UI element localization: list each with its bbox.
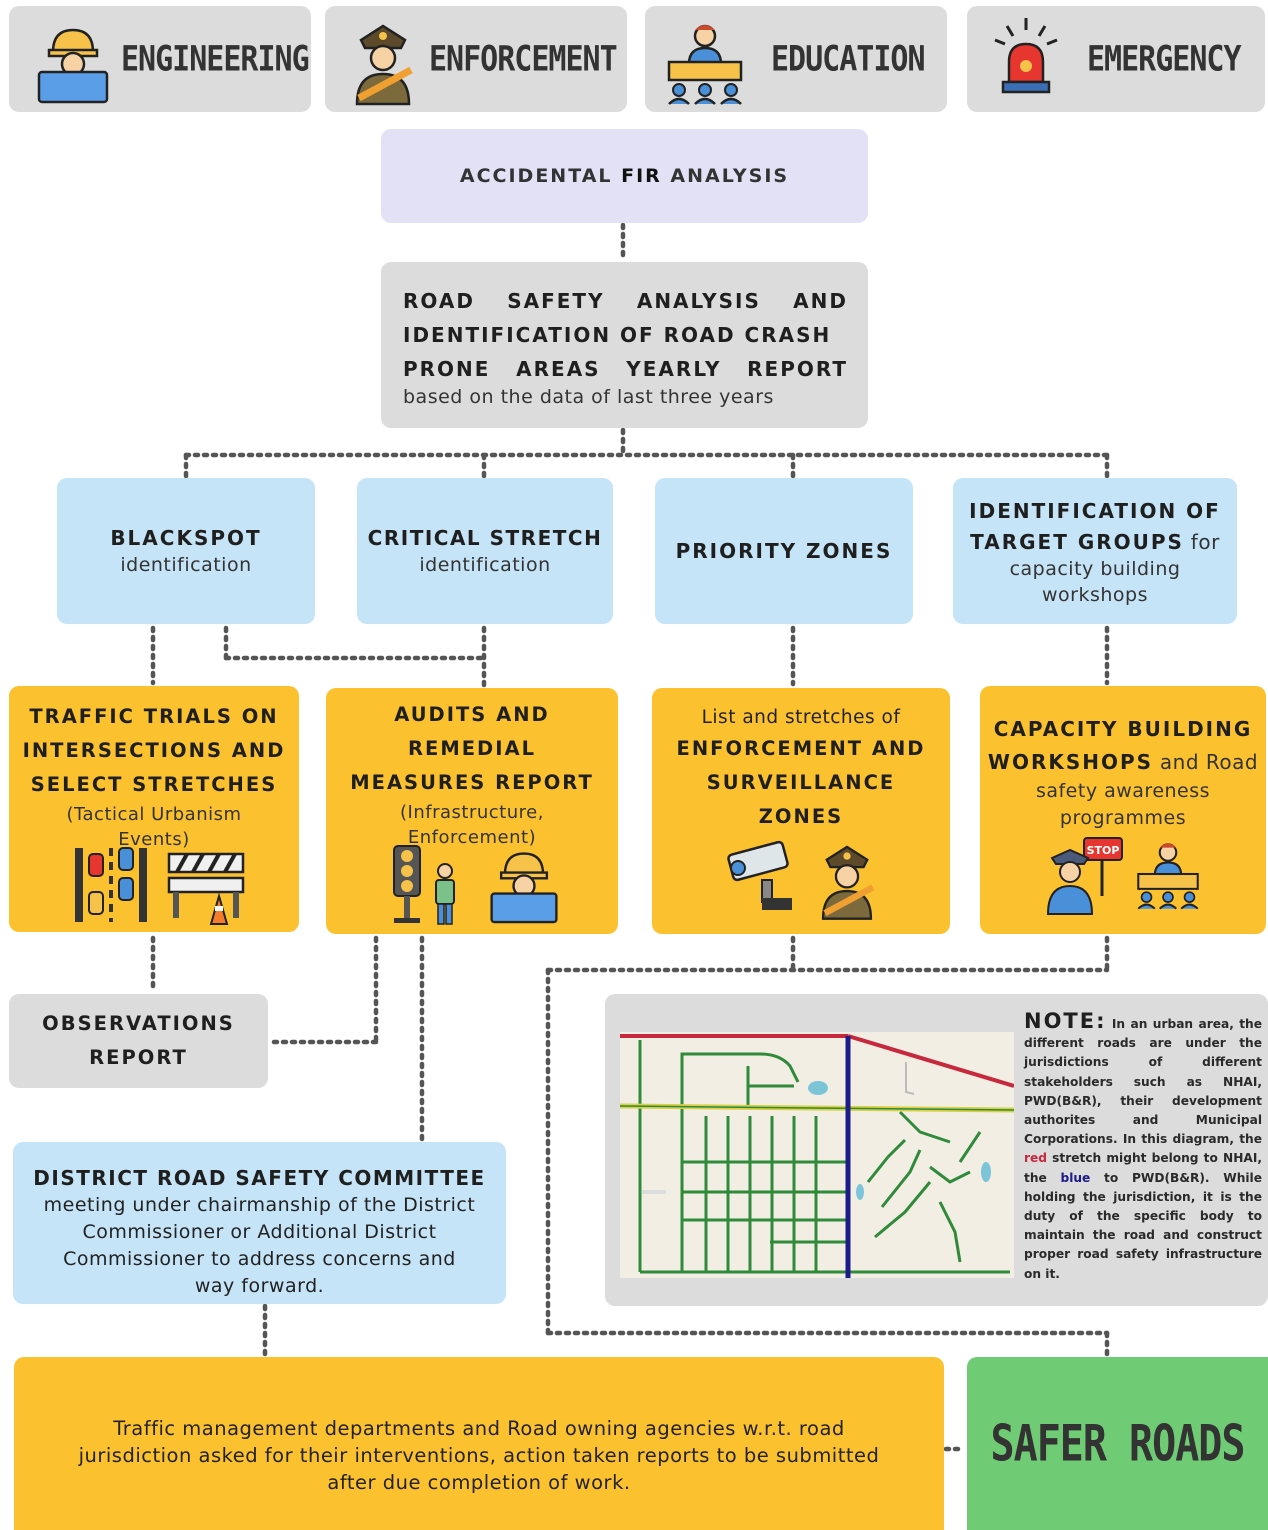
classroom-icon [667, 24, 743, 105]
target-groups-title1: IDENTIFICATION OF [969, 499, 1221, 523]
siren-icon [994, 18, 1058, 94]
emergency-label: EMERGENCY [1087, 39, 1242, 80]
capacity-building-box: CAPACITY BUILDING WORKSHOPS and Road saf… [980, 686, 1266, 934]
capacity-building-line2: WORKSHOPS and Road [987, 750, 1259, 774]
capacity-building-line1: CAPACITY BUILDING [993, 717, 1253, 741]
crash-analysis-line2: IDENTIFICATION OF ROAD CRASH [403, 323, 832, 347]
interventions-line2: jurisdiction asked for their interventio… [78, 1444, 880, 1467]
emergency-pill: EMERGENCY [967, 6, 1265, 112]
stop-sign-text: STOP [1087, 844, 1120, 857]
district-committee-line3: Commissioner to address concerns and [63, 1248, 456, 1270]
target-groups-subtitle1: capacity building [1009, 558, 1181, 580]
blackspot-subtitle: identification [120, 554, 252, 576]
traffic-trials-line3: SELECT STRETCHES [30, 773, 278, 796]
audits-sub1: (Infrastructure, [400, 802, 544, 823]
enforcement-zones-line2: SURVEILLANCE [706, 771, 896, 794]
fir-analysis-title: ACCIDENTAL FIR ANALYSIS [459, 165, 790, 187]
traffic-trials-line2: INTERSECTIONS AND [22, 739, 286, 762]
observations-line1: OBSERVATIONS [42, 1012, 235, 1035]
education-pill: EDUCATION [645, 6, 947, 112]
engineer-icon [37, 28, 109, 104]
target-groups-title2: TARGET GROUPS for [970, 530, 1220, 554]
district-committee-line1: meeting under chairmanship of the Distri… [43, 1194, 476, 1216]
district-committee-title: DISTRICT ROAD SAFETY COMMITTEE [33, 1166, 486, 1190]
police-officer-icon [821, 845, 875, 920]
enforcement-zones-line3: ZONES [758, 805, 844, 828]
engineering-pill: ENGINEERING [9, 6, 311, 112]
priority-zones-box: PRIORITY ZONES [655, 478, 913, 624]
interventions-box: Traffic management departments and Road … [14, 1357, 944, 1530]
engineering-label: ENGINEERING [121, 39, 310, 80]
engineer-icon [490, 852, 558, 924]
safer-roads-box: SAFER ROADS [967, 1357, 1268, 1530]
audits-line3: MEASURES REPORT [350, 771, 594, 794]
district-committee-line2: Commissioner or Additional District [82, 1221, 437, 1243]
note-heading: NOTE: [1024, 1009, 1107, 1033]
road-barrier-icon [167, 852, 245, 925]
audits-box: AUDITS AND REMEDIAL MEASURES REPORT (Inf… [326, 688, 618, 934]
district-committee-box: DISTRICT ROAD SAFETY COMMITTEE meeting u… [13, 1142, 506, 1304]
audits-line1: AUDITS AND [394, 703, 550, 726]
crash-analysis-subtitle: based on the data of last three years [403, 386, 774, 408]
audits-line2: REMEDIAL [407, 737, 537, 760]
classroom-icon [1137, 843, 1199, 910]
crash-analysis-box: ROAD SAFETY ANALYSIS AND IDENTIFICATION … [381, 262, 868, 428]
observations-line2: REPORT [89, 1046, 188, 1069]
priority-zones-title: PRIORITY ZONES [675, 539, 893, 563]
audits-sub2: Enforcement) [407, 827, 537, 848]
enforcement-pill: ENFORCEMENT [325, 6, 627, 112]
enforcement-zones-pre: List and stretches of [701, 707, 901, 728]
enforcement-zones-line1: ENFORCEMENT AND [676, 737, 926, 760]
interventions-line3: after due completion of work. [327, 1471, 631, 1494]
district-committee-line4: way forward. [194, 1275, 325, 1297]
blackspot-box: BLACKSPOT identification [57, 478, 315, 624]
traffic-light-icon [393, 845, 421, 923]
capacity-building-sub1: safety awareness [1035, 780, 1211, 802]
crash-analysis-line3: PRONE AREAS YEARLY REPORT [403, 357, 848, 381]
enforcement-zones-box: List and stretches of ENFORCEMENT AND SU… [652, 688, 950, 934]
target-groups-subtitle2: workshops [1041, 584, 1148, 606]
traffic-trials-sub2: Events) [118, 829, 190, 850]
enforcement-label: ENFORCEMENT [429, 39, 618, 80]
critical-stretch-box: CRITICAL STRETCH identification [357, 478, 613, 624]
observations-report-box: OBSERVATIONS REPORT [9, 994, 268, 1088]
fir-analysis-box: ACCIDENTAL FIR ANALYSIS [381, 129, 868, 223]
stop-sign-officer-icon: STOP [1046, 837, 1123, 915]
police-officer-icon [355, 24, 413, 106]
road-map-illustration [620, 1032, 1014, 1278]
crash-analysis-line1: ROAD SAFETY ANALYSIS AND [403, 289, 848, 313]
traffic-lanes-icon [75, 847, 147, 922]
traffic-trials-line1: TRAFFIC TRIALS ON [29, 705, 279, 728]
pedestrian-icon [435, 863, 455, 925]
traffic-trials-sub1: (Tactical Urbanism [66, 804, 242, 825]
cctv-camera-icon [727, 840, 792, 910]
capacity-building-sub2: programmes [1059, 807, 1187, 829]
interventions-line1: Traffic management departments and Road … [113, 1417, 845, 1440]
traffic-trials-box: TRAFFIC TRIALS ON INTERSECTIONS AND SELE… [9, 686, 299, 932]
jurisdiction-note-text: NOTE: In an urban area, the different ro… [1024, 1009, 1262, 1281]
critical-stretch-subtitle: identification [419, 554, 551, 576]
blackspot-title: BLACKSPOT [110, 526, 262, 550]
critical-stretch-title: CRITICAL STRETCH [367, 526, 603, 550]
safer-roads-title: SAFER ROADS [990, 1414, 1246, 1473]
target-groups-box: IDENTIFICATION OF TARGET GROUPS for capa… [953, 478, 1237, 624]
education-label: EDUCATION [771, 39, 926, 80]
